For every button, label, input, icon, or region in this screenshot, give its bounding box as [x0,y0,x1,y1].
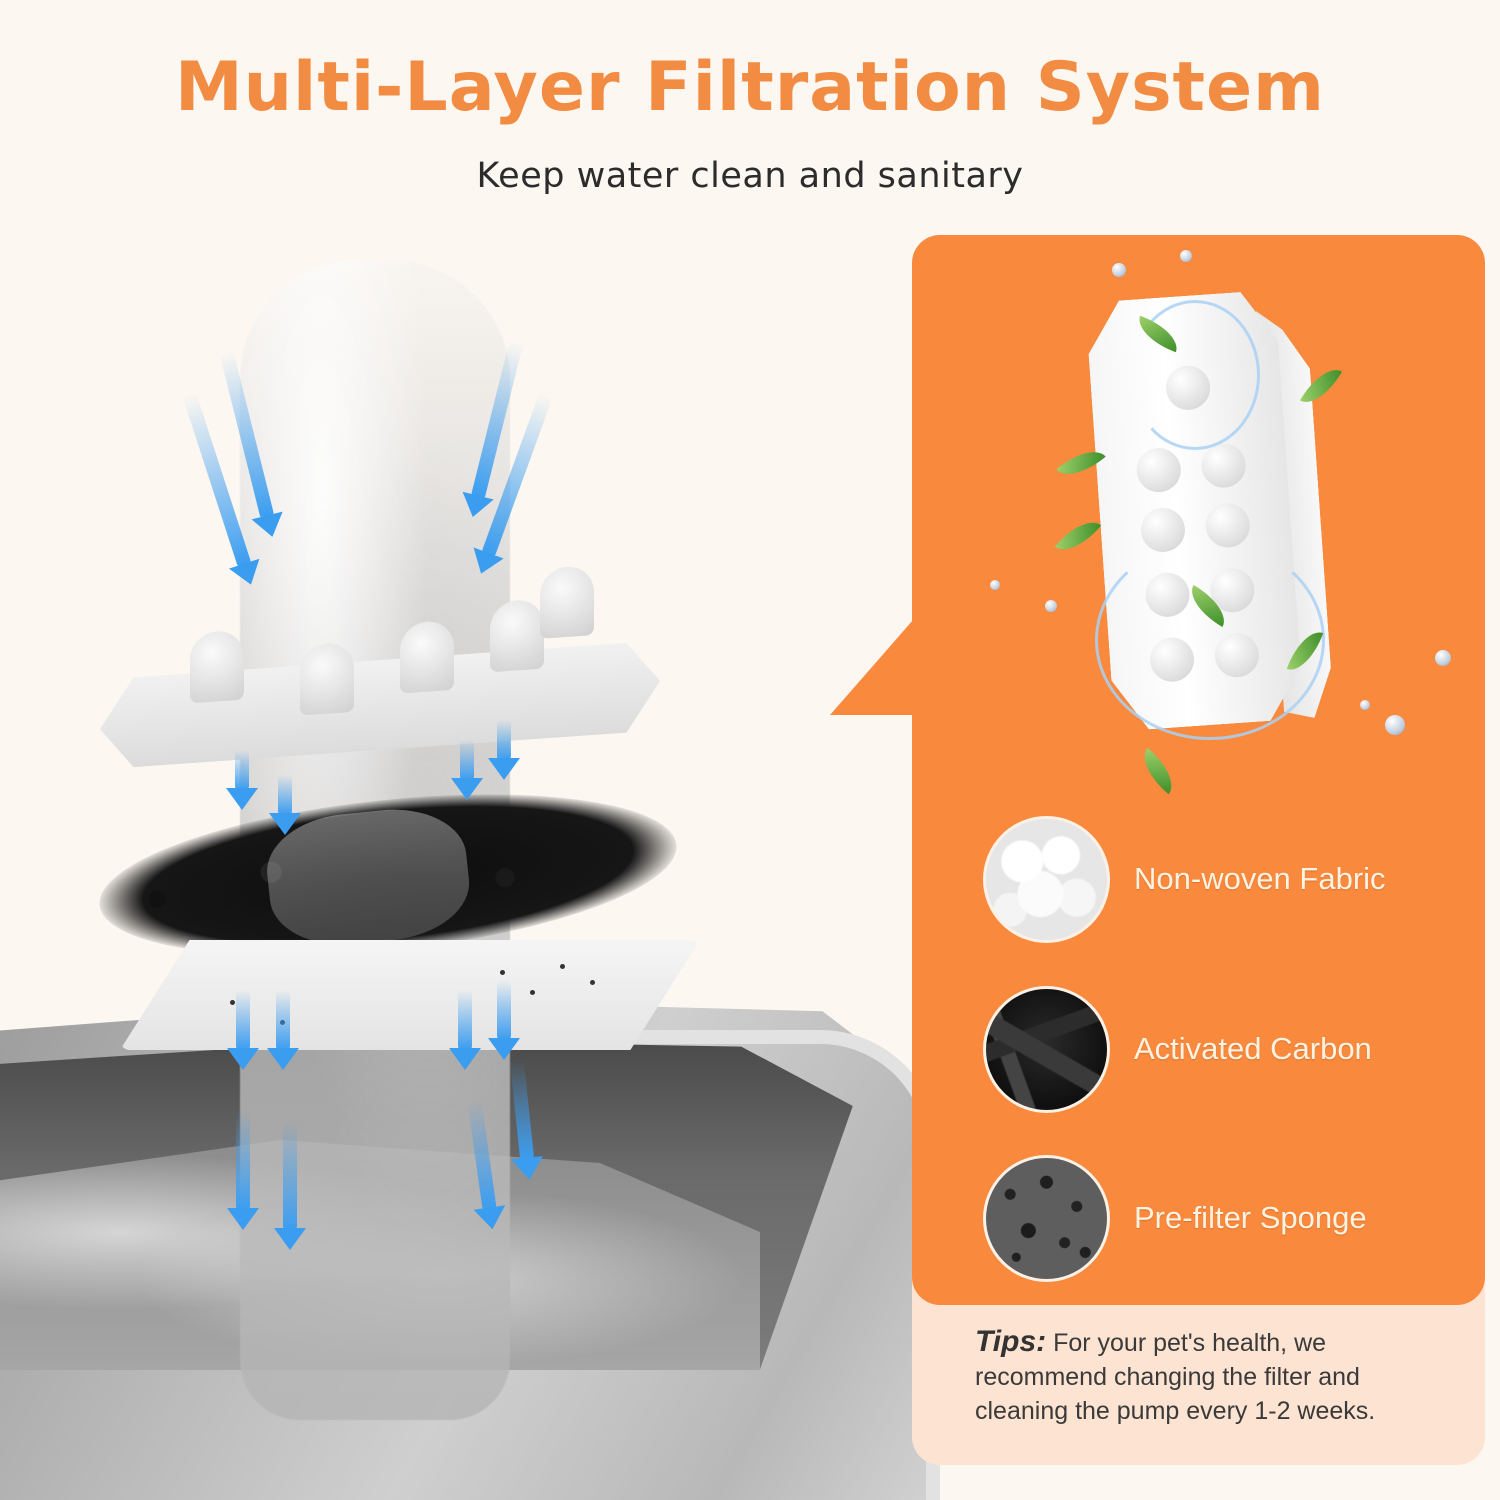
water-drop [990,580,1000,590]
tips-label: Tips: [975,1325,1047,1358]
flow-arrow-icon [227,1110,259,1230]
page-subtitle: Keep water clean and sanitary [476,156,1024,196]
sponge-swatch-icon [983,1154,1110,1282]
water-splash [1095,540,1325,740]
material-non-woven-fabric: Non-woven Fabric [983,815,1463,943]
water-drop [1112,263,1126,277]
flow-arrow-icon [488,980,520,1060]
pre-filter-sponge-layer [100,560,660,779]
cotton-swatch-icon [983,815,1110,943]
callout-notch [830,612,920,715]
tips-text: For your pet's health, we recommend chan… [975,1329,1376,1425]
material-label: Non-woven Fabric [1134,861,1386,896]
material-pre-filter-sponge: Pre-filter Sponge [983,1154,1463,1282]
flow-arrow-icon [451,740,483,800]
filtration-illustration [0,240,940,1500]
flow-arrow-icon [267,990,299,1070]
material-label: Pre-filter Sponge [1134,1200,1367,1235]
water-drop [1435,650,1451,666]
water-drop [1045,600,1057,612]
flow-arrow-icon [227,990,259,1070]
water-drop [1360,700,1370,710]
page-title: Multi-Layer Filtration System [174,48,1326,127]
flow-arrow-icon [449,990,481,1070]
flow-arrow-icon [226,750,258,810]
flow-arrow-icon [269,775,301,835]
non-woven-fabric-layer [120,940,700,1050]
flow-arrow-icon [488,720,520,780]
maintenance-tips: Tips: For your pet's health, we recommen… [975,1325,1455,1428]
bowl-rim [470,1030,940,1500]
carbon-swatch-icon [983,985,1110,1113]
material-activated-carbon: Activated Carbon [983,985,1463,1113]
material-label: Activated Carbon [1134,1031,1372,1066]
water-drop [1385,715,1405,735]
water-drop [1180,250,1192,262]
water-splash [1130,300,1260,450]
flow-arrow-icon [274,1120,306,1250]
